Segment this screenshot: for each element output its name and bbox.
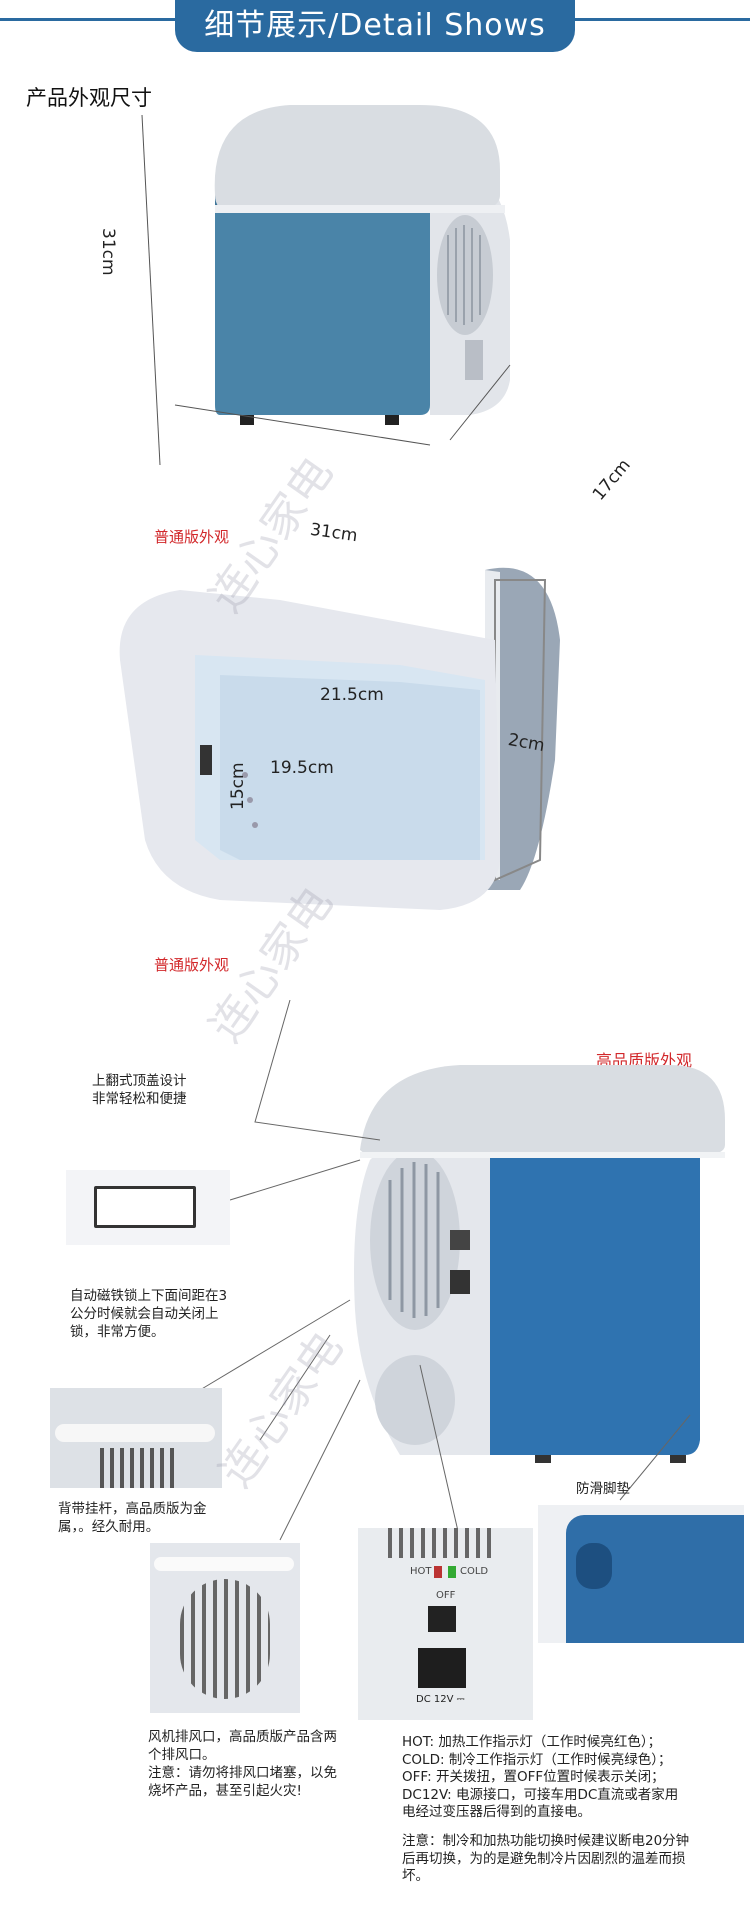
fan-grille <box>180 1579 270 1699</box>
legend-warning-text: 注意：制冷和加热功能切换时候建议断电20分钟 后再切换，为的是避免制冷片因剧烈的… <box>402 1833 690 1885</box>
inner-depth-dimension: 19.5cm <box>270 758 334 778</box>
top-grille <box>388 1528 498 1558</box>
standard-version-label: 普通版外观 <box>154 528 230 546</box>
standard-version-label-2: 普通版外观 <box>154 956 230 974</box>
inner-width-dimension: 21.5cm <box>320 685 384 705</box>
legend-text: HOT: 加热工作指示灯（工作时候亮红色）； COLD: 制冷工作指示灯（工作时… <box>402 1734 679 1821</box>
exhaust-fan-photo <box>150 1543 300 1713</box>
height-dimension: 31cm <box>98 228 118 276</box>
callout-lines <box>199 1000 691 1541</box>
foot-pad <box>576 1543 612 1589</box>
control-panel-photo: HOT COLD OFF DC 12V ⎓ <box>358 1528 533 1720</box>
section-header: 细节展示/Detail Shows <box>175 0 575 52</box>
lock-slot <box>94 1186 196 1228</box>
fridge-closed-illustration <box>141 105 511 466</box>
anti-slip-feet-photo <box>538 1505 744 1643</box>
width-dimension: 31cm <box>308 519 359 547</box>
lock-callout-text: 自动磁铁锁上下面间距在3 公分时候就会自动关闭上 锁，非常方便。 <box>70 1288 228 1340</box>
strap-callout-text: 背带挂杆，高品质版为金 属，。经久耐用。 <box>58 1501 207 1535</box>
inner-height-dimension: 15cm <box>228 762 248 810</box>
strap-bar-photo <box>50 1388 222 1488</box>
dc-port <box>418 1648 466 1688</box>
magnet-lock-photo <box>66 1170 230 1245</box>
hot-indicator-light <box>434 1566 442 1578</box>
fridge-open-illustration <box>119 567 560 910</box>
cold-indicator-light <box>448 1566 456 1578</box>
fan-bar <box>154 1557 294 1571</box>
vent-grille <box>100 1448 180 1488</box>
fan-callout-text: 风机排风口，高品质版产品含两 个排风口。 <box>148 1729 337 1763</box>
cold-indicator-label: COLD <box>460 1566 489 1577</box>
strap-bar <box>55 1424 215 1442</box>
feet-callout-text: 防滑脚垫 <box>576 1481 630 1497</box>
fridge-premium-illustration <box>354 1065 725 1463</box>
lid-callout-text: 上翻式顶盖设计 非常轻松和便捷 <box>92 1073 187 1107</box>
hot-indicator-label: HOT <box>410 1566 432 1577</box>
power-switch <box>428 1606 456 1632</box>
page-title: 产品外观尺寸 <box>26 86 152 110</box>
fan-warning-text: 注意：请勿将排风口堵塞，以免 烧坏产品，甚至引起火灾! <box>148 1765 337 1799</box>
off-label: OFF <box>436 1590 456 1601</box>
dc-label: DC 12V ⎓ <box>416 1694 465 1705</box>
